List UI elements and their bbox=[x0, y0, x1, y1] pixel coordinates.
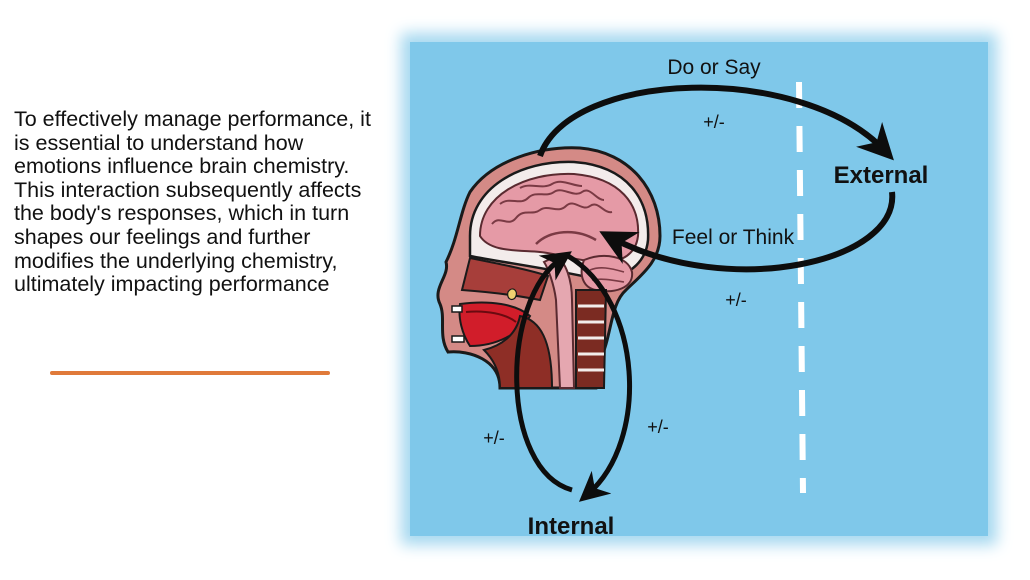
label-plusminus-right-low: +/- bbox=[647, 417, 669, 437]
label-plusminus-right-mid: +/- bbox=[725, 290, 747, 310]
label-feel-or-think: Feel or Think bbox=[672, 226, 795, 249]
arrow-internal-to-brain bbox=[514, 251, 573, 493]
arrow-do-say bbox=[537, 84, 894, 161]
intro-paragraph: To effectively manage performance, it is… bbox=[14, 107, 371, 297]
dashed-divider bbox=[796, 81, 806, 494]
label-plusminus-top: +/- bbox=[703, 112, 725, 132]
label-do-or-say: Do or Say bbox=[667, 56, 761, 79]
accent-divider-line bbox=[50, 371, 330, 375]
label-internal: Internal bbox=[528, 513, 615, 540]
arrow-brain-to-internal bbox=[566, 253, 633, 502]
arrow-feel-think bbox=[599, 191, 896, 273]
label-plusminus-left-low: +/- bbox=[483, 428, 505, 448]
label-external: External bbox=[834, 162, 929, 189]
